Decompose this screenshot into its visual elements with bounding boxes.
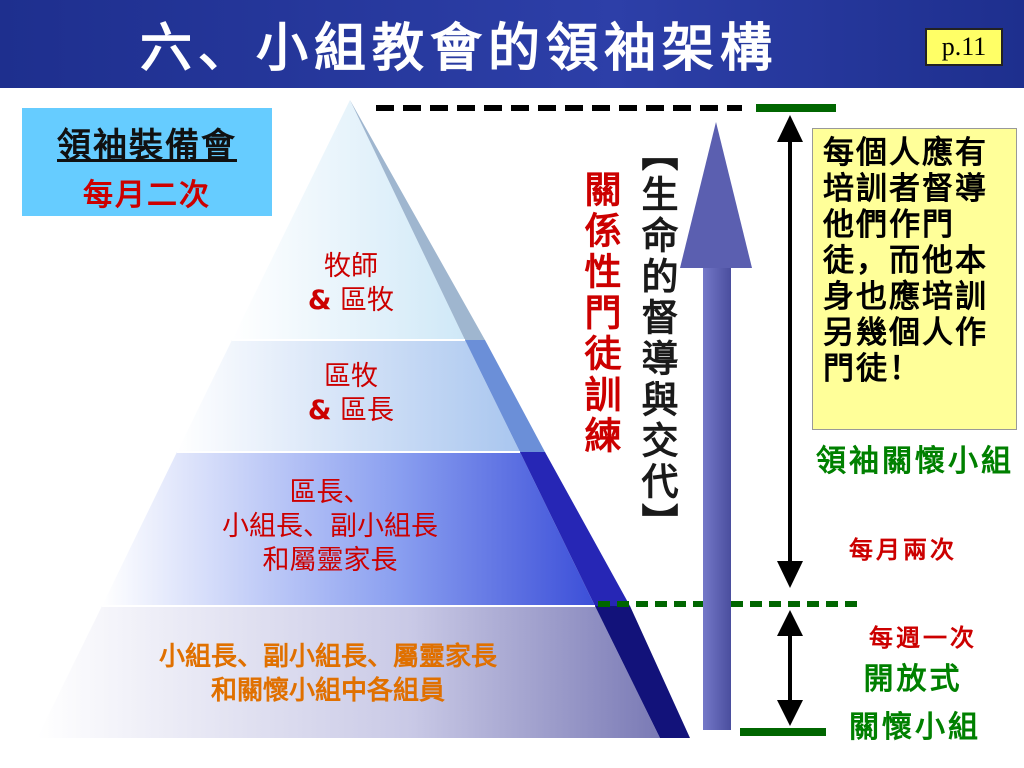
leader-care-group-frequency: 每月兩次 <box>849 535 957 564</box>
slide-title: 六、小組教會的領袖架構 <box>140 19 779 79</box>
pyramid-level-4-line1: 小組長、副小組長、屬靈家長 <box>158 642 497 672</box>
pyramid-level-3-line2: 小組長、副小組長 <box>222 511 438 542</box>
discipleship-principle-text: 每個人應有培訓者督導他們作門徒，而他本身也應培訓另幾個人作門徒！ <box>823 135 988 387</box>
double-arrow-upper <box>777 115 803 588</box>
leader-care-group-label: 領袖關懷小組 <box>816 442 1011 482</box>
pyramid-side-2 <box>465 340 545 452</box>
pyramid-level-2-line1: 區牧 <box>324 361 378 392</box>
pyramid-level-1-line2: & 區牧 <box>256 284 446 318</box>
pyramid-side-1 <box>350 100 485 340</box>
upward-arrow <box>680 122 752 730</box>
double-arrow-lower <box>777 610 803 726</box>
pyramid-levels <box>37 100 690 738</box>
double-arrow-upper-head-bottom <box>777 561 803 588</box>
weekly-frequency-label: 每週一次 <box>869 623 977 652</box>
life-mentoring-label: 【生命的督導與交代】 <box>635 134 679 544</box>
pyramid-level-3-line1: 區長、 <box>289 477 371 508</box>
discipleship-principle-box: 每個人應有培訓者督導他們作門徒，而他本身也應培訓另幾個人作門徒！ <box>812 128 1017 430</box>
title-bar: 六、小組教會的領袖架構 p.11 <box>0 0 1024 88</box>
page-number-badge: p.11 <box>925 28 1003 66</box>
pyramid-level-4 <box>37 606 660 738</box>
pyramid-level-2-role: 區長 <box>331 395 395 426</box>
double-arrow-lower-head-bottom <box>777 700 803 726</box>
pyramid-level-1 <box>232 100 465 340</box>
pyramid-level-1-line1: 牧師 <box>324 251 378 282</box>
pyramid-level-1-role: 區牧 <box>331 285 395 316</box>
pyramid-level-4-label: 小組長、副小組長、屬靈家長 和關懷小組中各組員 <box>118 640 538 708</box>
upward-arrow-head <box>680 122 752 268</box>
pyramid-level-2-label: 區牧 & 區長 <box>246 360 456 428</box>
leader-equipping-meeting-box: 領袖裝備會 每月二次 <box>22 108 272 216</box>
double-arrow-lower-head-top <box>777 610 803 636</box>
pyramid-side-3 <box>520 452 630 606</box>
double-arrow-upper-head-top <box>777 115 803 142</box>
pyramid-level-2-amp: & <box>307 395 332 426</box>
pyramid-level-2 <box>177 340 520 452</box>
leader-care-group-text: 領袖關懷小組 <box>816 444 1014 479</box>
relationship-discipleship-label: 關係性門徒訓練 <box>578 170 622 457</box>
pyramid-level-1-label: 牧師 & 區牧 <box>256 250 446 318</box>
leader-equipping-meeting-frequency: 每月二次 <box>83 178 211 213</box>
pyramid-level-2-line2: & 區長 <box>246 394 456 428</box>
leader-equipping-meeting-title: 領袖裝備會 <box>57 126 237 166</box>
pyramid-level-3 <box>102 452 595 606</box>
pyramid-level-3-line3: 和屬靈家長 <box>262 545 398 576</box>
pyramid-side-4 <box>595 606 690 738</box>
open-style-label: 開放式 <box>863 662 963 697</box>
pyramid-level-1-amp: & <box>307 285 332 316</box>
pyramid-level-3-label: 區長、 小組長、副小組長 和屬靈家長 <box>180 476 480 578</box>
pyramid-level-4-line2: 和關懷小組中各組員 <box>210 676 445 706</box>
upward-arrow-shaft <box>703 265 731 730</box>
care-group-label: 關懷小組 <box>849 710 981 745</box>
